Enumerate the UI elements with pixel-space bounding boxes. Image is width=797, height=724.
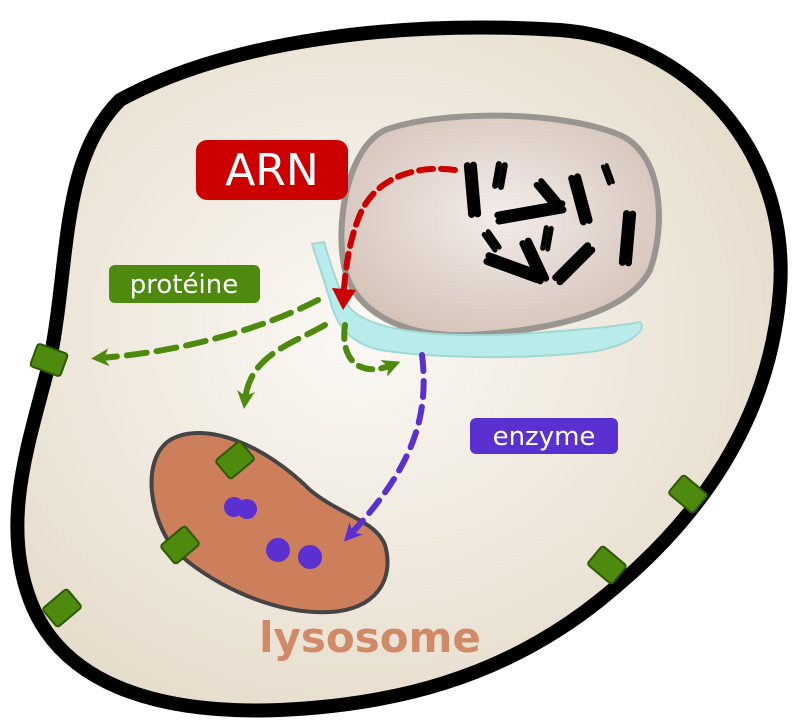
- chromosome: [481, 229, 502, 253]
- enzyme-arrow: [343, 352, 427, 542]
- proteine-label: protéine: [130, 270, 238, 300]
- chromosome: [519, 237, 550, 285]
- enzyme-dot: [266, 538, 290, 562]
- chromosome: [600, 163, 615, 186]
- chromosome: [492, 161, 508, 190]
- proteine-arrow-to-lysosome: [237, 322, 328, 409]
- receptor: [42, 588, 82, 628]
- receptor: [587, 545, 627, 585]
- chromosome: [618, 210, 637, 267]
- endoplasmic-reticulum: [310, 240, 643, 359]
- chromosome: [533, 178, 561, 208]
- chromosome: [540, 225, 554, 252]
- chromosome: [463, 161, 482, 218]
- proteine-label-box: [109, 265, 260, 303]
- enzyme-dot: [237, 499, 257, 519]
- nucleus: [338, 112, 662, 339]
- chromosome: [483, 252, 543, 284]
- arn-label: ARN: [225, 145, 319, 196]
- lysosome-label: lysosome: [259, 613, 481, 662]
- enzyme-molecules: [224, 497, 322, 569]
- chromosome: [552, 242, 596, 286]
- arn-arrow: [340, 165, 458, 303]
- proteine-arrow-to-membrane: [91, 297, 321, 367]
- chromosome: [494, 200, 567, 225]
- receptor: [215, 440, 255, 480]
- proteine-arrow-to-er: [341, 322, 401, 377]
- arn-label-box: [196, 140, 348, 200]
- receptor: [160, 525, 200, 565]
- receptor: [668, 474, 708, 514]
- chromosome: [568, 173, 593, 226]
- chromosomes: [463, 161, 637, 286]
- enzyme-label: enzyme: [493, 422, 596, 452]
- enzyme-dot: [298, 545, 322, 569]
- receptor: [29, 343, 69, 377]
- enzyme-label-box: [470, 418, 618, 454]
- arn-arrowhead: [332, 288, 356, 310]
- membrane-receptors: [29, 343, 708, 628]
